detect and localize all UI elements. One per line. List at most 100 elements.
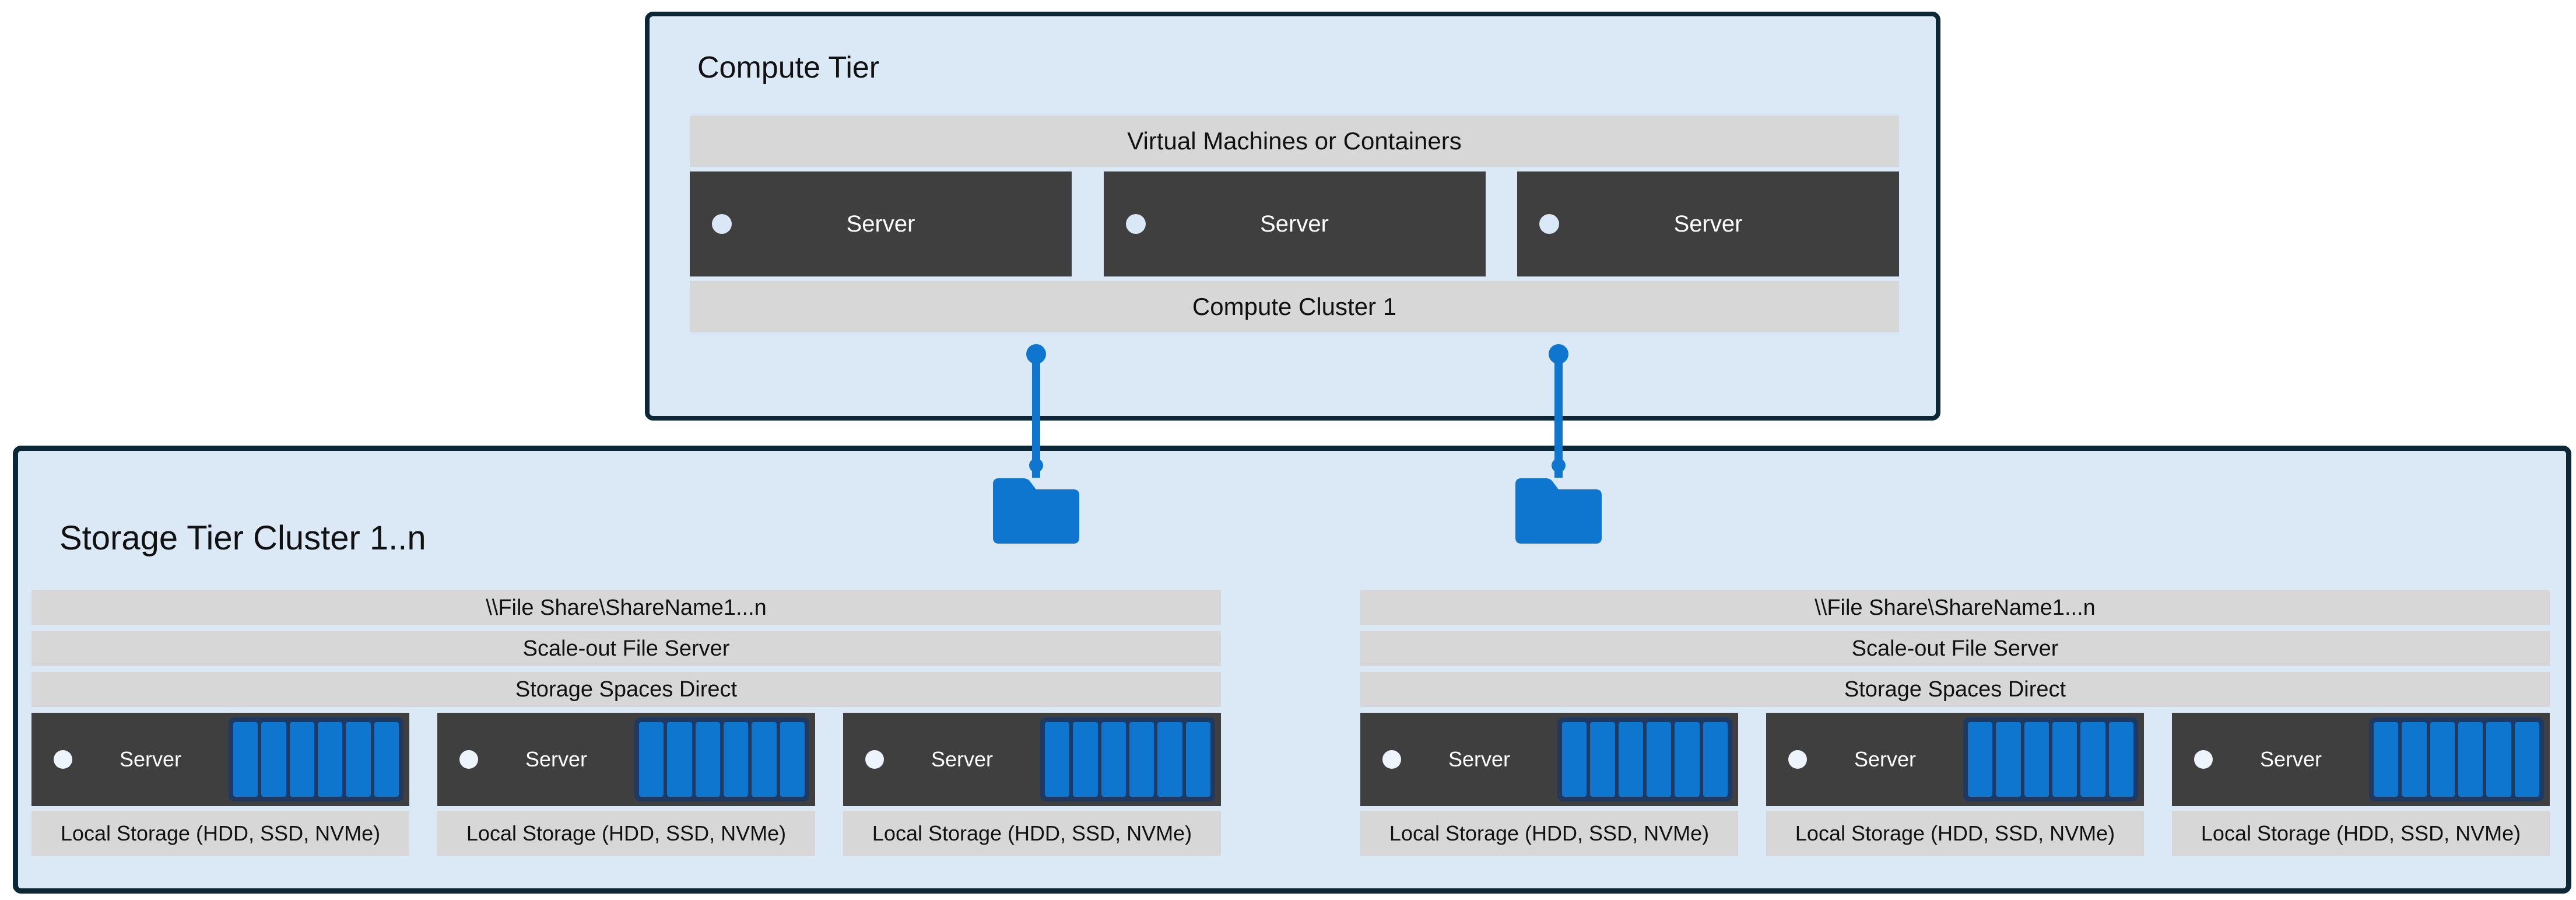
disk-slat-icon	[317, 722, 343, 797]
local-storage-row: Local Storage (HDD, SSD, NVMe) Local Sto…	[1360, 811, 2550, 856]
compute-cluster-bar: Compute Cluster 1	[690, 281, 1899, 332]
compute-server-row: Server Server Server	[690, 171, 1899, 276]
scale-out-file-server-bar: Scale-out File Server	[31, 631, 1221, 666]
disk-slat-icon	[667, 722, 692, 797]
storage-tier-title: Storage Tier Cluster 1..n	[59, 519, 426, 557]
disk-slat-icon	[1157, 722, 1182, 797]
local-storage-bar: Local Storage (HDD, SSD, NVMe)	[1360, 811, 1738, 856]
disk-slat-icon	[723, 722, 749, 797]
local-storage-row: Local Storage (HDD, SSD, NVMe) Local Sto…	[31, 811, 1221, 856]
disk-slat-icon	[1562, 722, 1587, 797]
disk-slat-icon	[1646, 722, 1672, 797]
server-label: Server	[1260, 211, 1329, 237]
storage-spaces-direct-bar: Storage Spaces Direct	[31, 672, 1221, 707]
disk-slat-icon	[346, 722, 371, 797]
status-dot-icon	[2194, 750, 2213, 769]
disk-slat-icon	[2458, 722, 2483, 797]
server-label: Server	[119, 747, 182, 771]
disk-slat-icon	[1045, 722, 1070, 797]
disk-slat-icon	[1618, 722, 1643, 797]
disk-slat-icon	[2430, 722, 2455, 797]
disk-slat-icon	[752, 722, 777, 797]
status-dot-icon	[459, 750, 478, 769]
folder-icon	[1510, 474, 1608, 546]
local-storage-bar: Local Storage (HDD, SSD, NVMe)	[437, 811, 815, 856]
storage-connector-left	[987, 344, 1085, 546]
disk-slat-icon	[1129, 722, 1154, 797]
status-dot-icon	[712, 214, 732, 234]
connector-dot-icon	[1029, 458, 1043, 472]
disk-array	[1557, 717, 1732, 801]
folder-icon	[987, 474, 1085, 546]
disk-slat-icon	[2514, 722, 2539, 797]
disk-array	[2369, 717, 2544, 801]
storage-server-box: Server	[1766, 713, 2144, 806]
status-dot-icon	[54, 750, 72, 769]
disk-slat-icon	[289, 722, 314, 797]
status-dot-icon	[865, 750, 884, 769]
disk-array	[1040, 717, 1215, 801]
storage-server-box: Server	[31, 713, 409, 806]
disk-slat-icon	[374, 722, 399, 797]
storage-connector-right	[1510, 344, 1608, 546]
storage-server-box: Server	[2172, 713, 2550, 806]
server-label: Server	[931, 747, 994, 771]
disk-slat-icon	[2024, 722, 2049, 797]
storage-tier-panel: Storage Tier Cluster 1..n \\File Share\S…	[13, 446, 2571, 894]
disk-slat-icon	[639, 722, 664, 797]
status-dot-icon	[1382, 750, 1401, 769]
disk-slat-icon	[2080, 722, 2105, 797]
status-dot-icon	[1125, 214, 1146, 234]
disk-array	[229, 717, 403, 801]
storage-server-row: Server Server Server	[1360, 713, 2550, 806]
local-storage-bar: Local Storage (HDD, SSD, NVMe)	[1766, 811, 2144, 856]
disk-slat-icon	[1703, 722, 1728, 797]
disk-slat-icon	[2108, 722, 2133, 797]
compute-tier-panel: Compute Tier Virtual Machines or Contain…	[645, 12, 1940, 421]
vm-containers-bar: Virtual Machines or Containers	[690, 115, 1899, 167]
storage-server-box: Server	[437, 713, 815, 806]
connector-line	[1032, 354, 1040, 478]
storage-server-row: Server Server Server	[31, 713, 1221, 806]
storage-cluster-1: \\File Share\ShareName1...n Scale-out Fi…	[31, 590, 1221, 856]
compute-server-box: Server	[690, 171, 1072, 276]
server-label: Server	[2259, 747, 2322, 771]
disk-slat-icon	[2486, 722, 2511, 797]
compute-server-box: Server	[1103, 171, 1486, 276]
disk-slat-icon	[695, 722, 720, 797]
disk-array	[634, 717, 809, 801]
disk-slat-icon	[233, 722, 258, 797]
server-label: Server	[1673, 211, 1743, 237]
server-label: Server	[1854, 747, 1917, 771]
status-dot-icon	[1539, 214, 1559, 234]
disk-slat-icon	[1101, 722, 1126, 797]
disk-slat-icon	[2402, 722, 2427, 797]
server-label: Server	[846, 211, 915, 237]
disk-slat-icon	[261, 722, 286, 797]
disk-slat-icon	[1968, 722, 1993, 797]
disk-slat-icon	[2374, 722, 2399, 797]
storage-server-box: Server	[843, 713, 1221, 806]
file-share-bar: \\File Share\ShareName1...n	[31, 590, 1221, 625]
disk-slat-icon	[1073, 722, 1098, 797]
storage-cluster-2: \\File Share\ShareName1...n Scale-out Fi…	[1360, 590, 2550, 856]
status-dot-icon	[1788, 750, 1807, 769]
server-label: Server	[525, 747, 588, 771]
disk-array	[1963, 717, 2138, 801]
server-label: Server	[1448, 747, 1511, 771]
disk-slat-icon	[1675, 722, 1700, 797]
disk-slat-icon	[1590, 722, 1615, 797]
disk-slat-icon	[1996, 722, 2021, 797]
disk-slat-icon	[780, 722, 805, 797]
connector-dot-icon	[1552, 458, 1566, 472]
storage-spaces-direct-bar: Storage Spaces Direct	[1360, 672, 2550, 707]
disk-slat-icon	[2052, 722, 2077, 797]
disk-slat-icon	[1185, 722, 1210, 797]
compute-server-box: Server	[1517, 171, 1899, 276]
scale-out-file-server-bar: Scale-out File Server	[1360, 631, 2550, 666]
storage-server-box: Server	[1360, 713, 1738, 806]
local-storage-bar: Local Storage (HDD, SSD, NVMe)	[2172, 811, 2550, 856]
local-storage-bar: Local Storage (HDD, SSD, NVMe)	[843, 811, 1221, 856]
connector-line	[1554, 354, 1563, 478]
